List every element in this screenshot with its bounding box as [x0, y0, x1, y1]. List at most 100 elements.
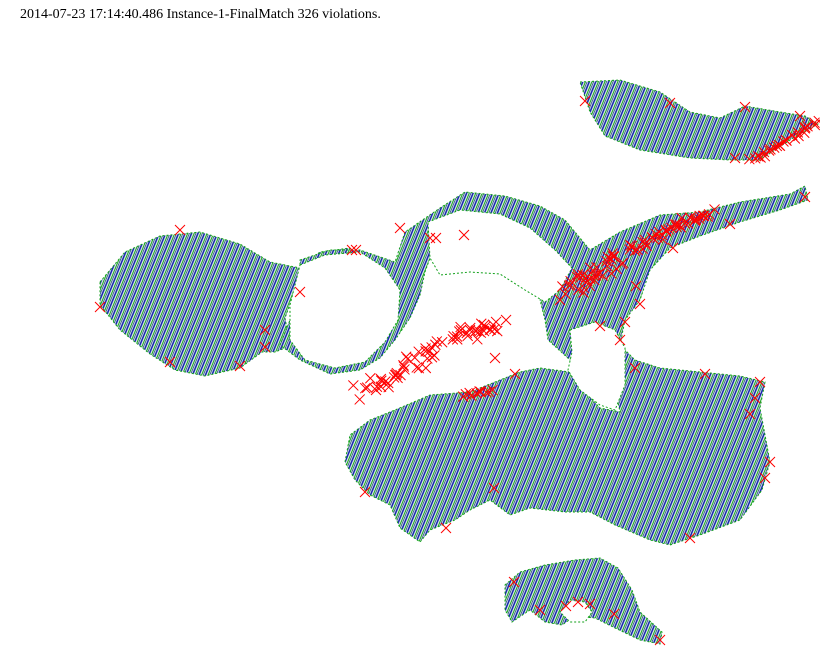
- violation-x-icon: [500, 314, 512, 326]
- violation-x-icon: [426, 351, 438, 363]
- violation-x-icon: [471, 387, 482, 399]
- violation-x-icon: [778, 136, 789, 147]
- violation-x-icon: [409, 352, 421, 363]
- violation-x-icon: [560, 288, 571, 300]
- violation-x-icon: [347, 380, 359, 391]
- violation-x-icon: [421, 353, 433, 364]
- violation-x-icon: [462, 330, 474, 342]
- violation-x-icon: [813, 115, 820, 127]
- violation-x-icon: [597, 270, 609, 282]
- violation-x-icon: [660, 224, 672, 236]
- violation-x-icon: [487, 319, 499, 331]
- violation-x-icon: [455, 321, 466, 333]
- violation-x-icon: [630, 280, 642, 292]
- violation-x-icon: [608, 608, 620, 620]
- violation-x-icon: [640, 237, 651, 249]
- violation-x-icon: [436, 336, 448, 348]
- violation-x-icon: [664, 97, 676, 109]
- matched-region: [504, 557, 663, 645]
- violation-x-icon: [458, 229, 470, 241]
- violation-x-icon: [755, 152, 766, 163]
- violation-x-icon: [682, 217, 694, 229]
- violation-x-icon: [626, 240, 638, 252]
- violation-x-icon: [671, 221, 682, 233]
- violation-x-icon: [690, 214, 701, 226]
- violation-x-icon: [413, 362, 425, 374]
- violation-x-icon: [794, 110, 806, 122]
- violation-x-icon: [475, 327, 487, 339]
- violation-x-icon: [464, 322, 476, 334]
- violation-x-icon: [657, 234, 669, 245]
- violation-x-icon: [684, 532, 696, 544]
- violation-x-icon: [400, 351, 412, 363]
- page-title: 2014-07-23 17:14:40.486 Instance-1-Final…: [20, 7, 381, 22]
- violation-x-icon: [667, 242, 679, 254]
- violation-x-icon: [584, 598, 596, 610]
- violation-x-icon: [809, 117, 820, 129]
- violation-x-icon: [430, 232, 442, 244]
- violation-x-icon: [591, 262, 602, 273]
- violation-x-icon: [429, 350, 440, 361]
- violation-x-icon: [485, 324, 497, 336]
- violation-x-icon: [765, 143, 776, 155]
- violation-x-icon: [614, 334, 626, 346]
- violation-x-icon: [799, 123, 811, 134]
- violation-x-icon: [399, 364, 410, 375]
- violation-x-icon: [371, 381, 383, 393]
- violation-x-icon: [174, 224, 186, 236]
- violation-x-icon: [602, 251, 614, 263]
- violation-x-icon: [389, 369, 401, 381]
- violation-x-icon: [754, 376, 766, 388]
- violation-x-icon: [619, 316, 631, 328]
- violation-x-icon: [489, 323, 500, 335]
- violation-x-icon: [398, 359, 409, 371]
- violation-x-icon: [234, 360, 246, 372]
- violation-x-icon: [488, 482, 500, 494]
- violation-x-icon: [607, 248, 618, 259]
- violation-x-icon: [489, 352, 501, 364]
- violation-x-icon: [94, 301, 106, 313]
- violation-x-icon: [639, 234, 651, 246]
- violation-x-icon: [487, 384, 498, 396]
- violation-x-icon: [483, 386, 495, 398]
- violation-x-icon: [634, 298, 646, 310]
- region-hole: [559, 599, 593, 623]
- violation-x-icon: [350, 244, 362, 256]
- violation-x-icon: [259, 341, 271, 353]
- violation-x-icon: [629, 362, 641, 374]
- violation-x-icon: [451, 334, 463, 345]
- violation-x-icon: [709, 204, 720, 215]
- violation-x-icon: [601, 260, 613, 272]
- violation-x-icon: [534, 604, 546, 616]
- violation-x-icon: [759, 150, 771, 162]
- region-hole: [427, 209, 573, 303]
- violation-x-icon: [744, 408, 756, 420]
- violation-x-icon: [465, 390, 477, 402]
- violation-x-icon: [480, 386, 492, 398]
- matched-region: [579, 79, 819, 161]
- violation-x-icon: [571, 271, 583, 283]
- region-hole: [289, 251, 401, 369]
- violation-x-icon: [607, 251, 619, 262]
- violation-x-icon: [624, 239, 636, 251]
- violation-x-icon: [430, 339, 441, 351]
- violation-x-icon: [654, 634, 666, 646]
- violation-x-icon: [380, 376, 391, 387]
- violation-x-icon: [759, 472, 771, 484]
- violation-x-icon: [508, 576, 520, 588]
- violation-x-icon: [394, 222, 406, 234]
- violation-x-icon: [724, 218, 736, 230]
- violation-x-icon: [793, 130, 804, 142]
- violation-x-icon: [398, 361, 410, 372]
- violation-x-icon: [509, 368, 521, 380]
- violation-x-icon: [579, 95, 591, 107]
- violation-x-icon: [572, 596, 584, 608]
- violation-x-icon: [354, 394, 366, 405]
- violation-x-icon: [346, 244, 358, 256]
- violation-x-icon: [773, 139, 785, 151]
- violation-x-icon: [799, 191, 811, 203]
- violation-x-icon: [749, 392, 761, 404]
- violation-x-icon: [491, 325, 503, 337]
- violation-x-icon: [259, 324, 271, 336]
